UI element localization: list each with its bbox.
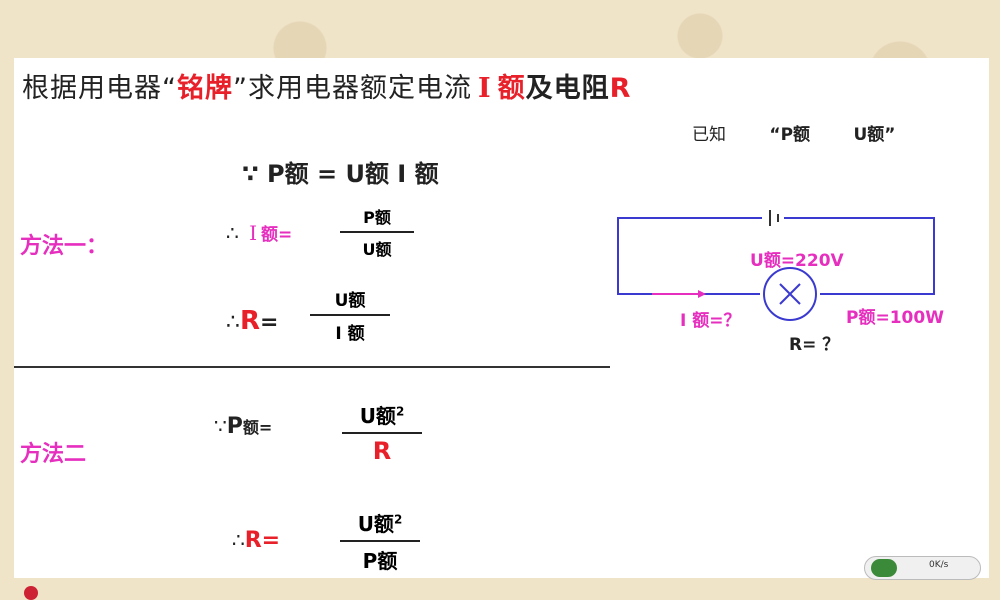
network-speed-widget[interactable]: 0K/s bbox=[864, 556, 981, 580]
i-symbol: I bbox=[249, 221, 257, 245]
fraction-bar bbox=[340, 540, 420, 542]
p-num-text: U额 bbox=[359, 404, 396, 428]
fraction-bar bbox=[342, 432, 422, 434]
method2-p-formula: ∵P额= bbox=[214, 414, 272, 439]
given-label: 已知 bbox=[692, 125, 726, 145]
p-denominator: R bbox=[372, 436, 392, 465]
title-i-symbol: I bbox=[478, 73, 492, 104]
title-e-suffix: 额 bbox=[497, 73, 526, 104]
section-divider bbox=[14, 366, 610, 368]
r-numerator: U额2 bbox=[340, 508, 420, 537]
main-formula: ∵ P额 = U额 I 额 bbox=[242, 160, 439, 188]
title-text-2: ”求用电器额定电流 bbox=[233, 73, 472, 104]
voltage-value: 额=220V bbox=[763, 251, 844, 271]
r-symbol: R= bbox=[244, 528, 281, 553]
speed-gauge-icon bbox=[871, 559, 897, 577]
speed-readout: 0K/s bbox=[929, 560, 949, 570]
circuit-diagram bbox=[617, 210, 935, 321]
method2-r-fraction: U额2 P额 bbox=[340, 508, 420, 574]
therefore-symbol: ∴ bbox=[226, 221, 239, 245]
method1-r-formula: ∴R= bbox=[226, 306, 278, 336]
p-numerator: U额2 bbox=[342, 400, 422, 429]
equals-sign: = bbox=[260, 310, 279, 335]
resistance-label: R= ？ bbox=[789, 335, 840, 355]
method1-i-fraction: P额 U额 bbox=[340, 204, 414, 260]
given-line: 已知 “P额 U额” bbox=[692, 120, 933, 145]
r-denominator: P额 bbox=[362, 548, 398, 573]
because-symbol: ∵ bbox=[214, 414, 227, 438]
title-text-1: 根据用电器“ bbox=[22, 73, 177, 104]
lamp-circle bbox=[763, 267, 817, 321]
power-label: P额=100W bbox=[846, 308, 944, 328]
p-suffix: 额= bbox=[242, 418, 273, 437]
therefore-symbol: ∴ bbox=[232, 528, 245, 552]
circuit-wire-right bbox=[784, 217, 935, 295]
given-u: U额” bbox=[853, 125, 896, 145]
title-text-3: 及电阻 bbox=[525, 73, 610, 104]
fraction-bar bbox=[340, 231, 414, 233]
fraction-bar bbox=[310, 314, 390, 316]
method2-p-fraction: U额2 R bbox=[342, 400, 422, 465]
i-numerator: P额 bbox=[363, 208, 391, 227]
voltage-u: U bbox=[750, 251, 764, 271]
therefore-symbol: ∴ bbox=[226, 310, 240, 335]
corner-logo-icon bbox=[24, 586, 38, 600]
title-brand: 铭牌 bbox=[177, 73, 233, 104]
method1-r-fraction: U额 I 额 bbox=[310, 286, 390, 344]
circuit-wire-left bbox=[617, 217, 762, 295]
current-label: I 额=？ bbox=[680, 311, 741, 331]
current-arrow-head bbox=[698, 290, 706, 298]
i-denominator: U额 bbox=[362, 239, 392, 259]
r-denominator: I 额 bbox=[335, 323, 365, 344]
r-num-exponent: 2 bbox=[393, 512, 403, 527]
p-num-exponent: 2 bbox=[395, 404, 405, 419]
i-suffix: 额= bbox=[261, 225, 293, 245]
method2-label: 方法二 bbox=[20, 442, 87, 467]
method1-label: 方法一： bbox=[20, 234, 109, 259]
method2-r-formula: ∴R= bbox=[232, 528, 280, 553]
given-p: “P额 bbox=[769, 125, 811, 145]
r-symbol: R bbox=[240, 306, 261, 336]
lamp-cross-b bbox=[779, 283, 801, 305]
p-symbol: P bbox=[226, 414, 243, 439]
r-numerator: U额 bbox=[334, 291, 366, 311]
r-num-text: U额 bbox=[357, 512, 394, 536]
title-r-symbol: R bbox=[609, 73, 632, 104]
voltage-label: U额=220V bbox=[750, 246, 844, 271]
